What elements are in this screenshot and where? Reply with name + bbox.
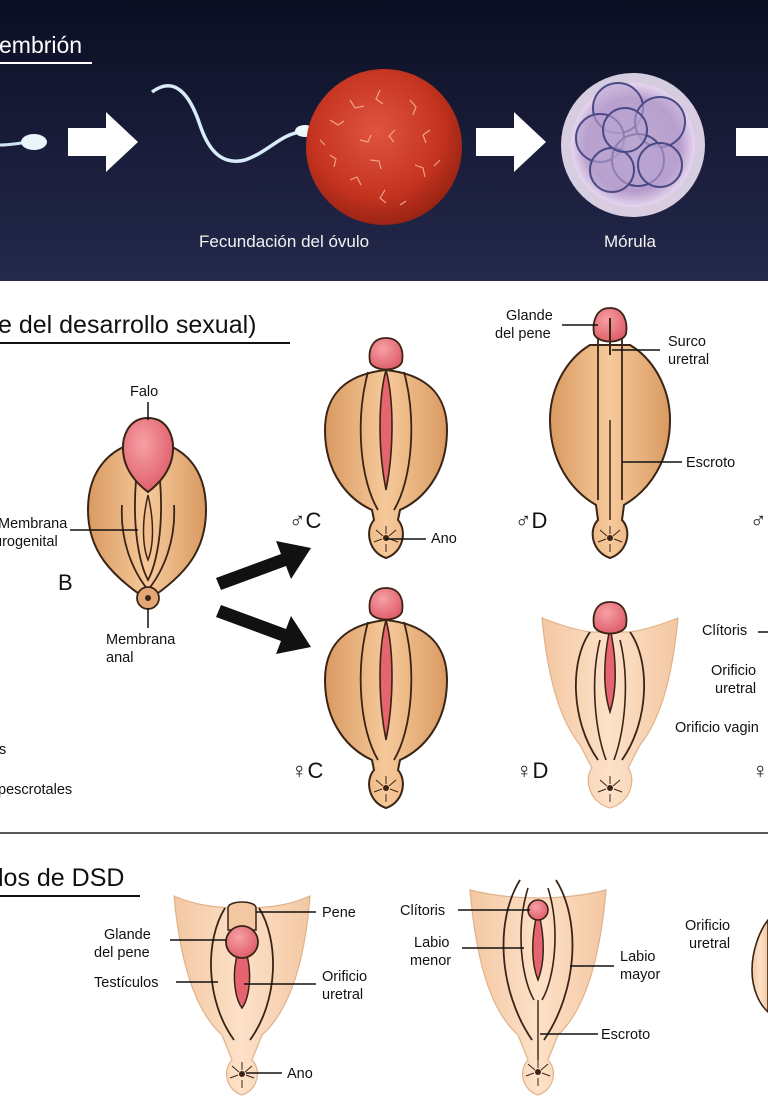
male-stage-d-label: ♂D (515, 508, 548, 533)
membrana-urogenital-label-1: Membrana (0, 516, 68, 532)
development-title: e del desarrollo sexual) (0, 311, 257, 339)
orificio-uretral-label-1: Orificio (711, 663, 757, 679)
dsd-glande-label-1: Glande (104, 927, 151, 943)
falo-label: Falo (130, 384, 159, 400)
stage-b-figure (86, 416, 208, 610)
male-stage-e-label: ♂ (750, 508, 767, 533)
orificio-uretral-label-2: uretral (715, 681, 757, 697)
dsd-escroto-label: Escroto (601, 1027, 651, 1043)
top-title-underline (0, 62, 92, 64)
dsd-labio-menor-label-1: Labio (414, 935, 450, 951)
clitoris-label: Clítoris (702, 623, 748, 639)
left-fragment-2: pescrotales (0, 782, 73, 798)
male-stage-d-figure (548, 307, 672, 560)
glande-label-2: del pene (495, 326, 551, 342)
female-stage-d-figure (541, 601, 679, 809)
female-stage-e-label: ♀ (752, 758, 768, 783)
dsd-orificio-label-2: uretral (322, 987, 364, 1003)
leader-lines-bottom (170, 909, 614, 1074)
dsd-pene-label: Pene (322, 905, 356, 921)
glande-label-1: Glande (506, 308, 553, 324)
morula (561, 73, 705, 217)
dsd-testiculos-label: Testículos (94, 975, 159, 991)
sperm-fertilizing (150, 84, 315, 163)
arrow-to-male (216, 541, 311, 590)
arrow-right-1 (68, 112, 138, 172)
female-stage-d-label: ♀D (516, 758, 549, 783)
dsd-figure-2 (469, 879, 607, 1096)
dsd-orificio-right-label-2: uretral (689, 936, 731, 952)
dsd-title-underline (0, 895, 140, 897)
fecundacion-label: Fecundación del óvulo (199, 232, 370, 251)
dsd-clitoris-label: Clítoris (400, 903, 446, 919)
dsd-orificio-right-label-1: Orificio (685, 918, 731, 934)
top-title: embrión (0, 32, 83, 58)
dsd-title: los de DSD (0, 864, 125, 892)
leader-lines-mid (70, 324, 768, 633)
male-stage-c-label: ♂C (289, 508, 322, 533)
ano-label-male-c: Ano (431, 531, 457, 547)
male-stage-c-figure (323, 337, 449, 560)
dsd-figure-1 (173, 895, 311, 1096)
membrana-anal-label-2: anal (106, 650, 134, 666)
dsd-orificio-label-1: Orificio (322, 969, 368, 985)
left-fragment-1: s (0, 742, 7, 758)
female-stage-c-label: ♀C (291, 758, 324, 783)
orificio-vaginal-label: Orificio vagin (675, 720, 759, 736)
membrana-anal-label-1: Membrana (106, 632, 176, 648)
dsd-labio-menor-label-2: menor (410, 953, 452, 969)
morula-label: Mórula (604, 232, 656, 251)
escroto-label: Escroto (686, 455, 736, 471)
female-stage-c-figure (323, 587, 449, 810)
dsd-glande-label-2: del pene (94, 945, 150, 961)
development-title-underline (0, 342, 290, 344)
dsd-ano-label: Ano (287, 1066, 313, 1082)
membrana-urogenital-label-2: urogenital (0, 534, 58, 550)
dsd-labio-mayor-label-1: Labio (620, 949, 656, 965)
dsd-figure-3-partial (751, 918, 768, 1014)
arrow-to-female (216, 605, 311, 654)
dsd-labio-mayor-label-2: mayor (620, 967, 661, 983)
surco-label-2: uretral (668, 352, 710, 368)
sperm-left (0, 134, 47, 150)
ovum (306, 69, 462, 225)
surco-label-1: Surco (668, 334, 706, 350)
arrow-right-2 (476, 112, 546, 172)
arrow-right-3 (736, 128, 768, 156)
stage-b-label: B (58, 570, 73, 595)
